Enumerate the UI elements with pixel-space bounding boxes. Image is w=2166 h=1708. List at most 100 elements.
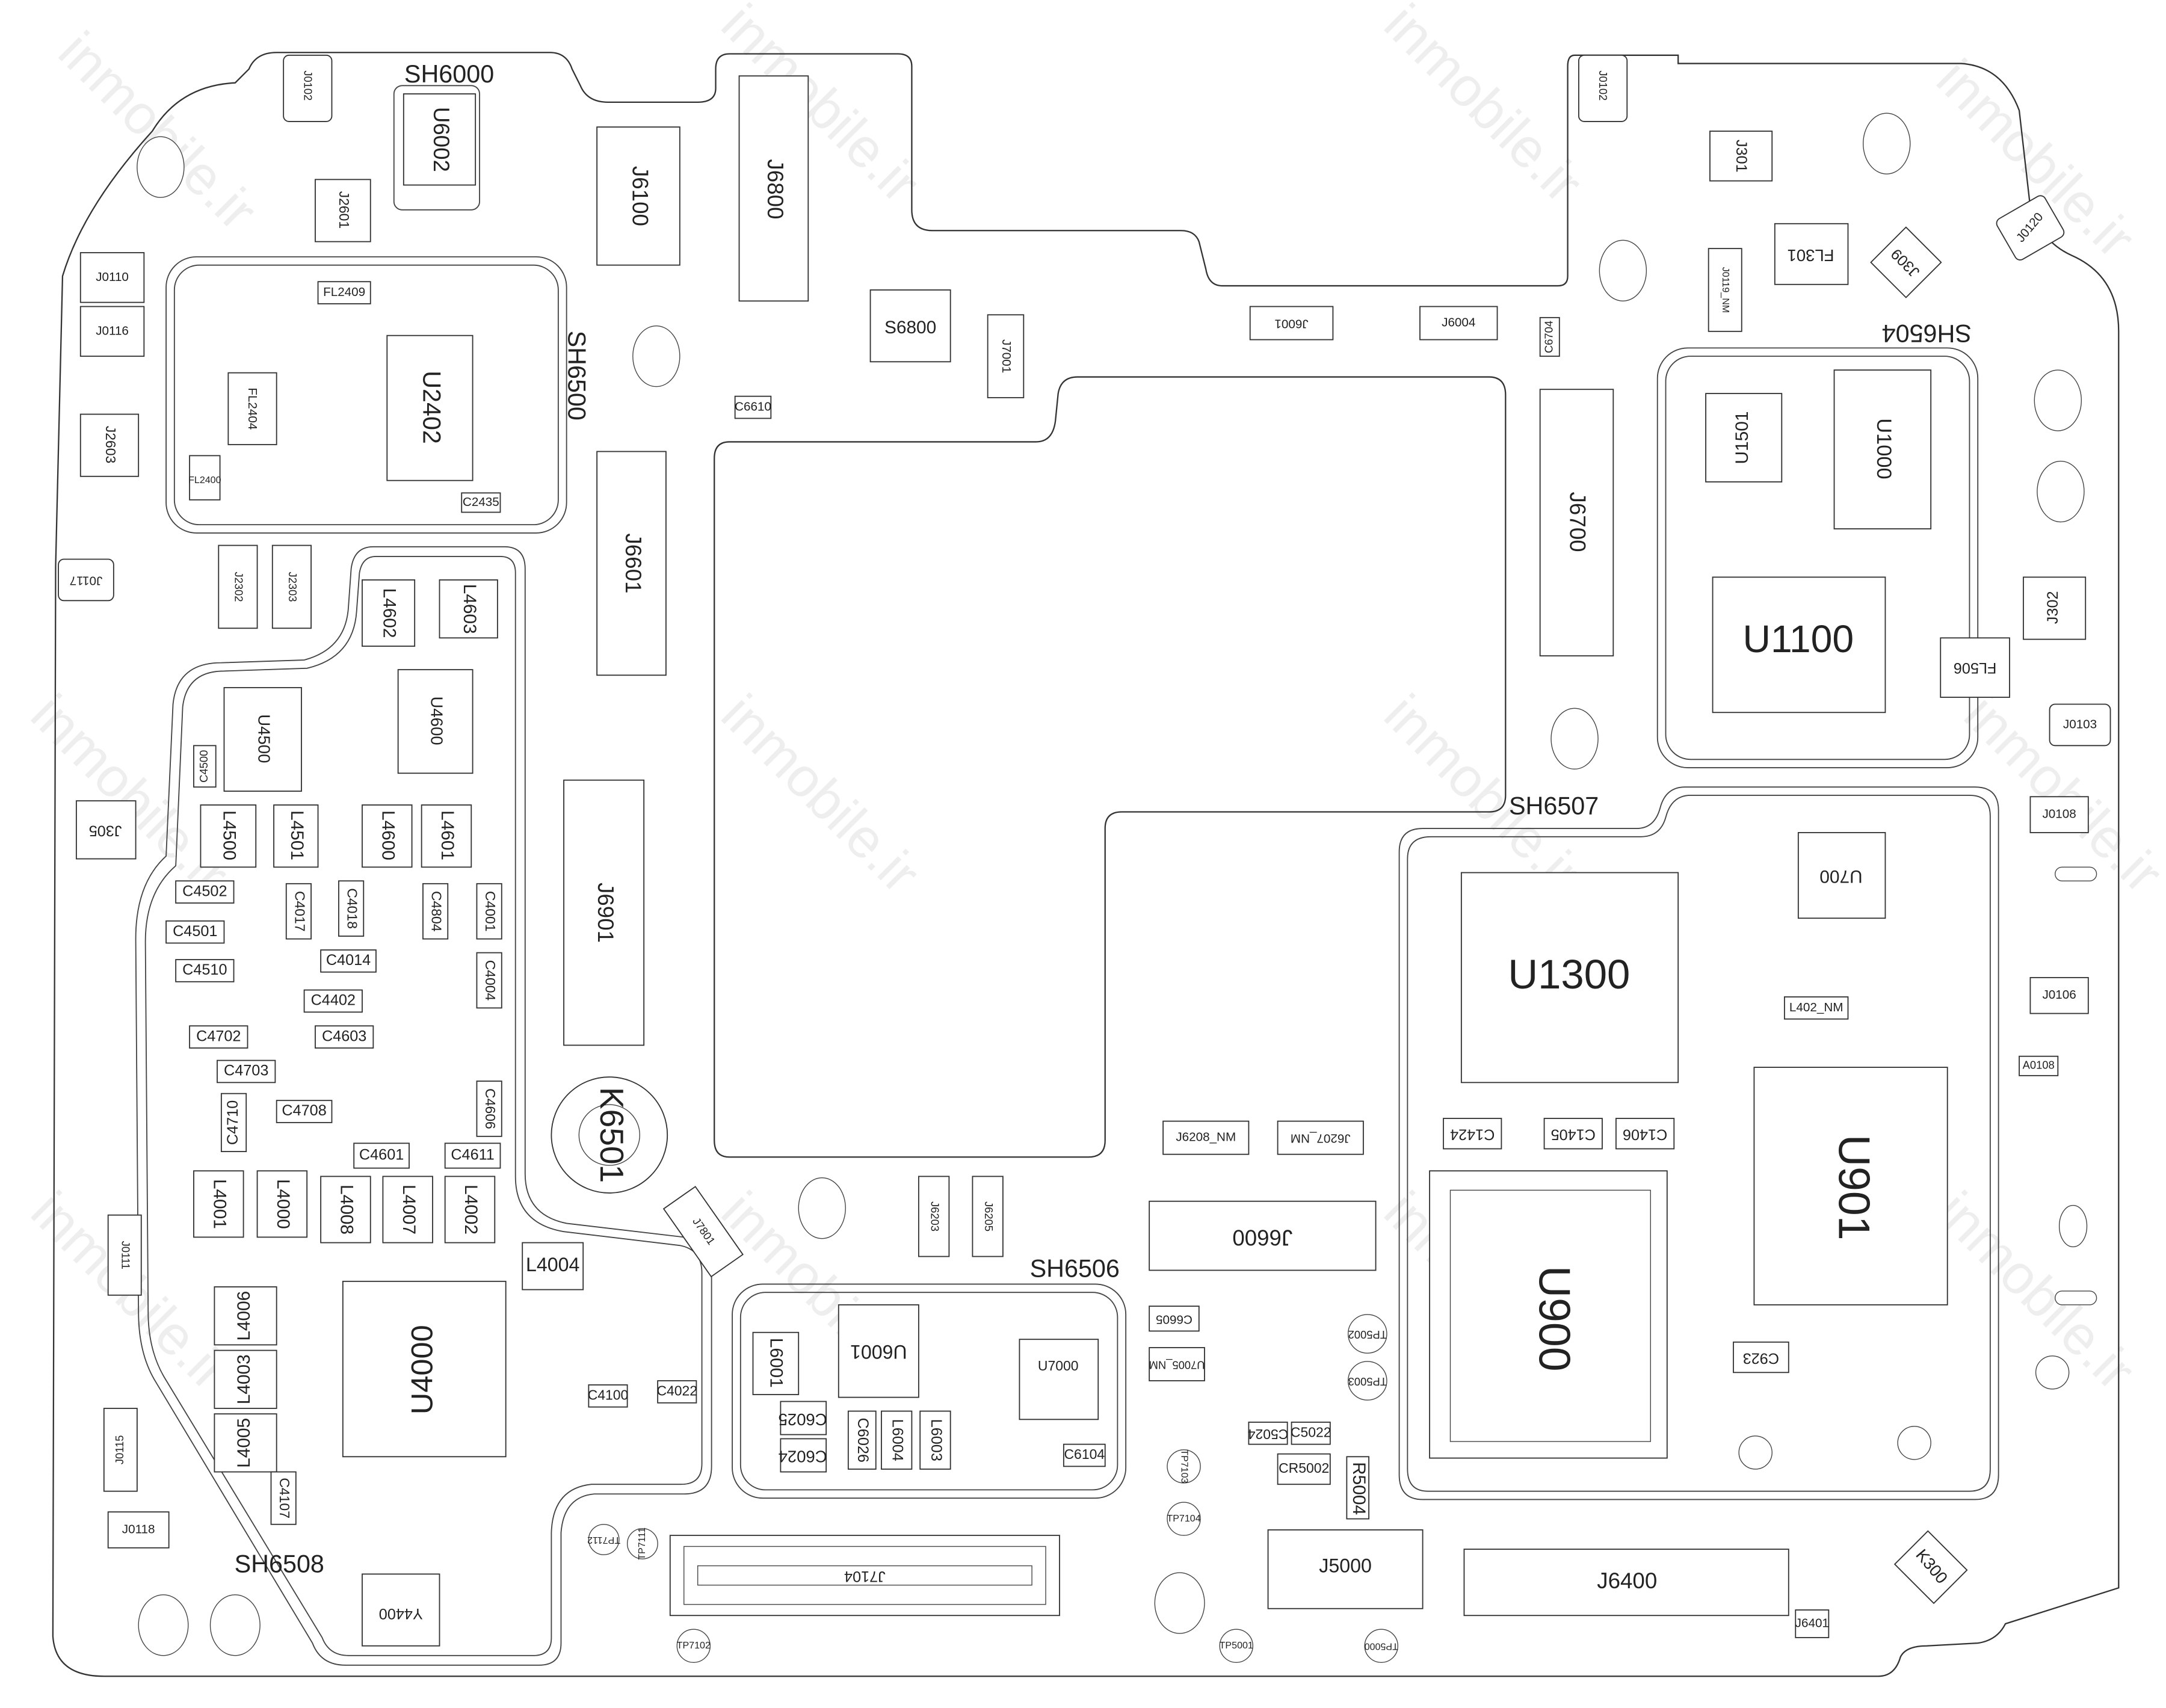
- u1100-label: U1100: [1743, 617, 1854, 661]
- watermark: inmobile.ir: [1925, 1180, 2147, 1402]
- c1424-label: C1424: [1450, 1126, 1495, 1143]
- c6025-outline: [780, 1401, 827, 1435]
- u2402-outline: [386, 335, 474, 481]
- c4501-label: C4501: [173, 923, 217, 940]
- c923-outline: [1733, 1341, 1789, 1373]
- j5000-label: J5000: [1319, 1555, 1372, 1576]
- u901-outline: [1753, 1067, 1948, 1306]
- mounting-hole: [1550, 708, 1599, 770]
- j2601-outline: [315, 179, 371, 242]
- l6004-outline: [881, 1410, 913, 1470]
- c6104-label: C6104: [1064, 1446, 1105, 1462]
- j302-label: J302: [2044, 591, 2061, 624]
- j6205-label: J6205: [983, 1201, 995, 1232]
- c4708-outline: [276, 1100, 333, 1123]
- mounting-hole: [137, 136, 185, 198]
- display-cutout-outline: [714, 376, 1507, 1158]
- c1405-outline: [1543, 1118, 1603, 1150]
- a0108-label: A0108: [2023, 1059, 2055, 1071]
- tp7112-label: TP7112: [587, 1535, 620, 1546]
- j0102b-outline: [1578, 54, 1628, 122]
- c4022-label: C4022: [656, 1383, 697, 1398]
- j0120-outline: [1996, 195, 2065, 261]
- watermark: inmobile.ir: [710, 683, 931, 904]
- cr5002-label: CR5002: [1279, 1460, 1329, 1476]
- u4500-label: U4500: [255, 714, 273, 763]
- tp5003-pad: [1347, 1361, 1387, 1401]
- u1000-outline: [1833, 369, 1932, 529]
- mounting-hole: [1154, 1572, 1205, 1634]
- components: U6002 J6100 J6800 S6800 U2402 FL2409 FL2…: [75, 75, 2087, 1647]
- mounting-hole: [138, 1594, 189, 1656]
- u6002-label: U6002: [429, 107, 454, 172]
- c6605-label: C6605: [1156, 1312, 1193, 1326]
- c4004-outline: [476, 952, 502, 1009]
- fl2404-label: FL2404: [245, 387, 259, 430]
- cr5002-outline: [1277, 1453, 1331, 1485]
- l4007-outline: [382, 1176, 433, 1244]
- k300-outline: [1893, 1530, 1968, 1605]
- j0110-label: J0110: [96, 270, 129, 284]
- slot: [2055, 866, 2097, 881]
- c4001-outline: [476, 883, 502, 940]
- shield-sh6000-label: SH6000: [404, 60, 494, 88]
- u6002-outline: [403, 93, 477, 186]
- c4603-label: C4603: [322, 1028, 366, 1044]
- u901-label: U901: [1830, 1135, 1879, 1241]
- j7801-outline: [662, 1186, 744, 1278]
- r5004-label: R5004: [1349, 1462, 1369, 1515]
- watermark: inmobile.ir: [19, 683, 241, 904]
- c4710-label: C4710: [224, 1100, 241, 1145]
- j6401-outline: [1795, 1609, 1830, 1638]
- l4600-outline: [362, 804, 413, 868]
- j305-outline: [75, 800, 137, 860]
- tp7111-pad: [626, 1528, 658, 1559]
- j6004-label: J6004: [1442, 315, 1475, 329]
- l4008-label: L4008: [337, 1185, 357, 1235]
- y4400-label: Y4400: [379, 1605, 423, 1622]
- slot: [2055, 1290, 2097, 1306]
- j6205-outline: [972, 1176, 1004, 1257]
- connectors: J0117 J0103 J0108 J0106 J0120 J0102 J010…: [58, 54, 2111, 1549]
- j301-label: J301: [1733, 140, 1750, 173]
- c6610-outline: [734, 395, 772, 419]
- l4603-label: L4603: [460, 584, 480, 634]
- c4004-label: C4004: [483, 960, 498, 1001]
- rf-connector-icon: [1738, 1435, 1773, 1470]
- tp7103-label: TP7103: [1179, 1449, 1189, 1483]
- u1501-outline: [1705, 393, 1783, 482]
- shield-sh6508-outline: [135, 546, 712, 1666]
- c4022-outline: [657, 1380, 697, 1404]
- c2435-outline: [461, 492, 501, 513]
- u4500-outline: [223, 687, 302, 792]
- l4602-label: L4602: [380, 588, 400, 638]
- c4708-label: C4708: [282, 1102, 326, 1119]
- j5000-outline: [1267, 1529, 1424, 1609]
- c4001-label: C4001: [483, 891, 498, 932]
- u7005-outline: [1149, 1347, 1205, 1381]
- l4000-outline: [256, 1170, 308, 1238]
- j0111-label: J0111: [119, 1241, 132, 1269]
- l4601-outline: [421, 804, 472, 868]
- u700-label: U700: [1819, 866, 1862, 886]
- tp7103-pad: [1167, 1449, 1201, 1484]
- c6704-outline: [1539, 316, 1560, 357]
- j6901-outline: [563, 779, 645, 1046]
- c4611-label: C4611: [451, 1147, 495, 1164]
- c6605-outline: [1149, 1306, 1200, 1332]
- u1000-label: U1000: [1872, 418, 1895, 479]
- fl2409-outline: [317, 281, 371, 304]
- c4402-outline: [303, 989, 363, 1013]
- j0103-label: J0103: [2063, 717, 2097, 731]
- c6024-outline: [780, 1438, 827, 1473]
- j2302-outline: [218, 544, 258, 629]
- c4703-outline: [217, 1059, 276, 1084]
- c6704-label: C6704: [1543, 321, 1555, 353]
- j6001-label: J6001: [1274, 317, 1308, 331]
- u4000-label: U4000: [405, 1325, 439, 1414]
- u1300-outline: [1460, 872, 1679, 1084]
- c4107-label: C4107: [277, 1478, 292, 1518]
- l4603-outline: [439, 579, 498, 639]
- c4100-label: C4100: [588, 1387, 629, 1402]
